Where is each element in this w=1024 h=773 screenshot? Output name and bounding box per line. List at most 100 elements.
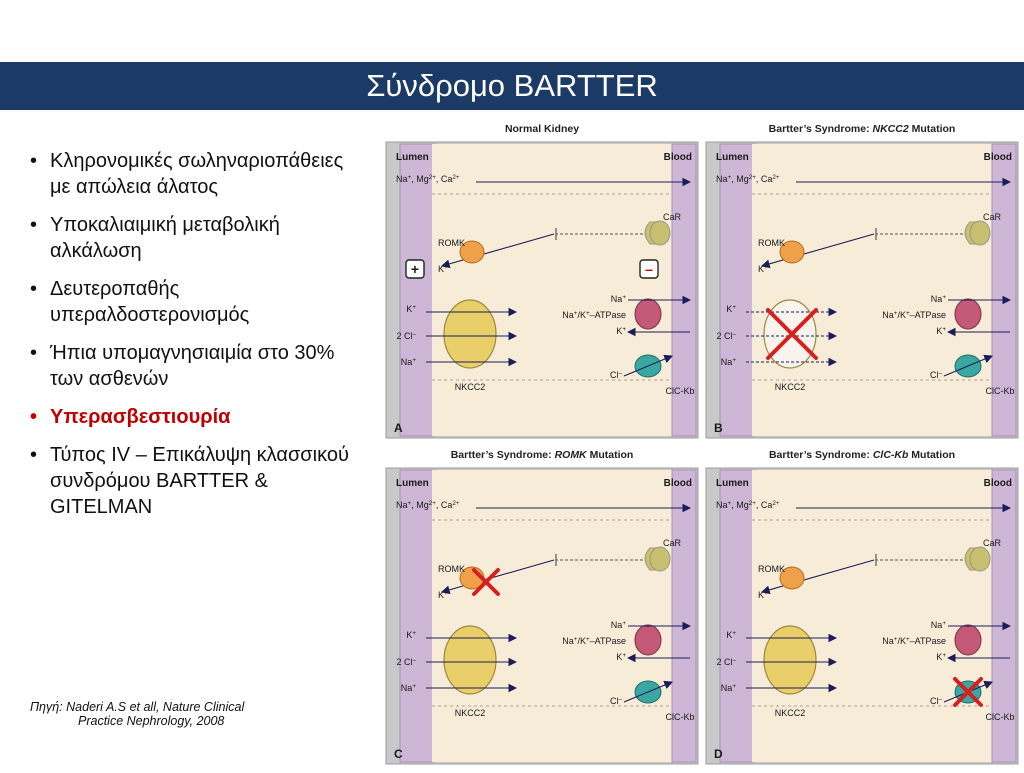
panel-title: Normal Kidney xyxy=(505,123,579,135)
source-citation: Πηγή: Naderi A.S et all, Nature Clinical… xyxy=(30,700,350,728)
label-part: Cl xyxy=(610,696,619,706)
label-part: , Mg xyxy=(731,174,749,184)
label-part: Na xyxy=(611,294,623,304)
label-part: CaR xyxy=(983,538,1002,548)
romk-k-arrow xyxy=(760,233,875,269)
label-part: , Ca xyxy=(756,174,773,184)
bullet-text: Υποκαλιαιμική μεταβολική αλκάλωση xyxy=(50,214,280,262)
label-part: 2 Cl xyxy=(716,657,732,667)
panel-title: Bartter’s Syndrome: NKCC2 Mutation xyxy=(769,123,956,135)
atpase-label: Na+/K+–ATPase xyxy=(882,310,946,321)
lumen-label: Lumen xyxy=(716,152,749,163)
label-part: + xyxy=(412,357,416,364)
label-part: Na xyxy=(882,636,894,646)
source-line-1: Πηγή: Naderi A.S et all, Nature Clinical xyxy=(30,700,245,714)
clckb-label: ClC-Kb xyxy=(985,712,1014,722)
label-part: + xyxy=(942,620,946,627)
nkcc2-label: NKCC2 xyxy=(775,382,806,392)
nkcc2-k-label: K+ xyxy=(726,630,736,641)
label-part: + xyxy=(408,174,412,181)
label-part: CaR xyxy=(663,538,682,548)
label-part: – xyxy=(645,261,653,277)
bullet-text: Δευτεροπαθής υπεραλδοστερονισμός xyxy=(50,278,250,326)
label-part: – xyxy=(938,370,942,377)
label-part: + xyxy=(732,357,736,364)
nkcc2-cl-label: 2 Cl– xyxy=(396,331,416,342)
lumen-label: Lumen xyxy=(396,478,429,489)
label-part: Cl xyxy=(930,370,939,380)
bullet-list: •Κληρονομικές σωληναριοπάθειες με απώλει… xyxy=(30,148,360,532)
title-bar: Σύνδρομο BARTTER xyxy=(0,62,1024,110)
label-part: /K xyxy=(577,310,586,320)
clckb-cl-label: Cl– xyxy=(930,370,943,381)
label-part: ClC-Kb xyxy=(985,386,1014,396)
label-part: Mutation xyxy=(908,449,955,461)
label-part: + xyxy=(586,310,590,317)
romk-k-arrow xyxy=(440,559,555,595)
romk-channel xyxy=(779,566,805,590)
minus-box xyxy=(639,259,659,279)
label-part: Na xyxy=(396,174,408,184)
label-part: Blood xyxy=(664,152,692,163)
clckb-cl-label: Cl– xyxy=(610,696,623,707)
panel-letter: D xyxy=(714,747,723,761)
bullet-dot: • xyxy=(30,444,38,466)
label-part: + xyxy=(732,630,736,637)
panel-title: Bartter’s Syndrome: ROMK Mutation xyxy=(451,449,634,461)
label-part: Lumen xyxy=(716,152,749,163)
bullet-dot: • xyxy=(30,278,38,300)
label-part: Blood xyxy=(664,478,692,489)
label-part: ROMK xyxy=(438,564,465,574)
label-part: 2+ xyxy=(452,174,460,181)
romk-k-label: K+ xyxy=(438,590,448,601)
label-part: K xyxy=(758,590,764,600)
bullet-item: •Κληρονομικές σωληναριοπάθειες με απώλει… xyxy=(30,148,360,200)
blood-label: Blood xyxy=(664,478,692,489)
paracellular-label: Na+, Mg2+, Ca2+ xyxy=(716,174,780,185)
nkcc2-cl-label: 2 Cl– xyxy=(396,657,416,668)
label-part: K xyxy=(616,326,622,336)
label-part: Mutation xyxy=(909,123,956,135)
label-part: + xyxy=(764,264,768,271)
label-part: + xyxy=(411,261,419,277)
bullet-item-highlight: •Υπερασβεστιουρία xyxy=(30,404,360,430)
label-part: NKCC2 xyxy=(455,382,486,392)
label-part: – xyxy=(732,331,736,338)
label-part: Na xyxy=(721,683,733,693)
nkcc2-na-label: Na+ xyxy=(401,357,417,368)
label-part: + xyxy=(732,304,736,311)
car-label: CaR xyxy=(663,538,682,548)
label-part: B xyxy=(714,421,723,435)
na-k-atpase xyxy=(954,298,982,330)
na-k-atpase xyxy=(634,298,662,330)
label-part: + xyxy=(412,630,416,637)
label-part: 2+ xyxy=(429,500,437,507)
label-part: 2+ xyxy=(772,174,780,181)
basolateral-membrane xyxy=(671,143,697,437)
label-part: Na xyxy=(562,310,574,320)
label-part: – xyxy=(938,696,942,703)
label-part: 2+ xyxy=(772,500,780,507)
label-part: –ATPase xyxy=(910,636,946,646)
car-receptor-body xyxy=(969,546,991,572)
panel-title: Bartter’s Syndrome: ClC-Kb Mutation xyxy=(769,449,955,461)
cell-body xyxy=(432,144,674,436)
paracellular-label: Na+, Mg2+, Ca2+ xyxy=(716,500,780,511)
label-part: + xyxy=(728,500,732,507)
na-k-atpase xyxy=(954,624,982,656)
paracellular-label: Na+, Mg2+, Ca2+ xyxy=(396,174,460,185)
atpase-label: Na+/K+–ATPase xyxy=(562,636,626,647)
label-part: K xyxy=(438,264,444,274)
atpase-na-label: Na+ xyxy=(611,294,627,305)
label-part: , Mg xyxy=(411,500,429,510)
bullet-text: Ήπια υπομαγνησιαιμία στο 30% των ασθενών xyxy=(50,342,335,390)
clckb-label: ClC-Kb xyxy=(665,712,694,722)
label-part: + xyxy=(942,294,946,301)
label-part: 2+ xyxy=(429,174,437,181)
label-part: Lumen xyxy=(716,478,749,489)
bullet-item: • Δευτεροπαθής υπεραλδοστερονισμός xyxy=(30,276,360,328)
nkcc2-k-label: K+ xyxy=(406,630,416,641)
label-part: K xyxy=(758,264,764,274)
